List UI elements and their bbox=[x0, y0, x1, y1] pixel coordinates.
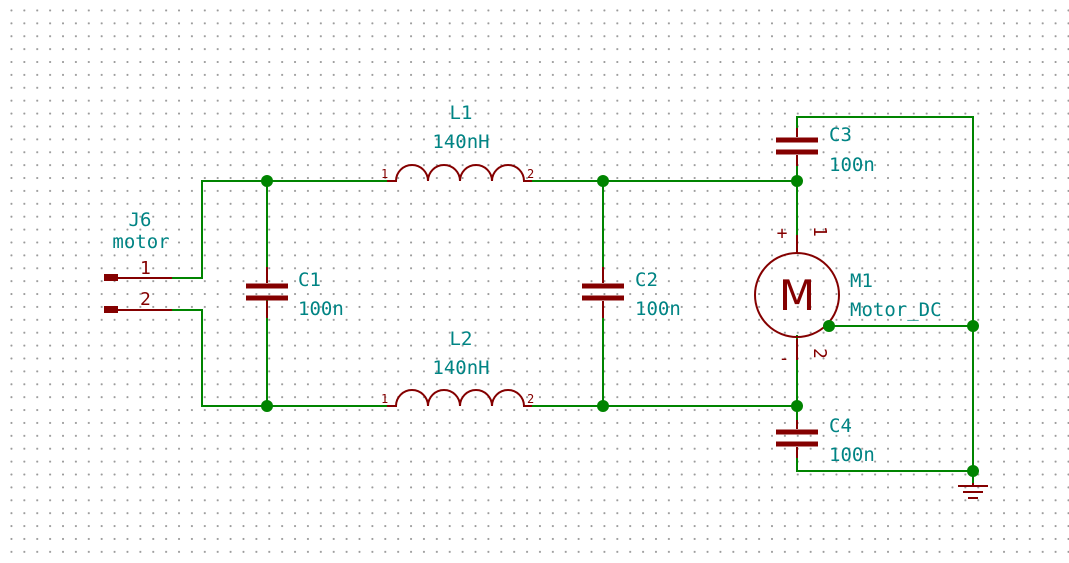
l1-ref-label: L1 bbox=[450, 102, 473, 124]
m1-body-circle bbox=[754, 252, 840, 338]
m1-pin1-number: 1 bbox=[809, 226, 830, 237]
m1-minus-sign: - bbox=[779, 348, 790, 369]
j6-ref-label: J6 bbox=[129, 209, 152, 231]
l2-ref-label: L2 bbox=[450, 328, 473, 350]
m1-ref-label: M1 bbox=[850, 270, 873, 292]
junction-dot bbox=[261, 400, 273, 412]
l1-value-label: 140nH bbox=[432, 131, 489, 153]
capacitor-c4[interactable]: C4 100n bbox=[776, 415, 875, 466]
connector-j6[interactable]: J6 motor 1 2 bbox=[104, 209, 172, 313]
m1-symbol-letter: M bbox=[779, 271, 815, 320]
wire-c3-top-to-ground bbox=[796, 116, 974, 472]
l1-pin2-number: 2 bbox=[527, 167, 534, 181]
l2-pin2-number: 2 bbox=[527, 392, 534, 406]
junctions bbox=[261, 175, 979, 477]
capacitor-c3[interactable]: C3 100n bbox=[776, 124, 875, 176]
c3-value-label: 100n bbox=[829, 154, 875, 176]
c2-value-label: 100n bbox=[635, 298, 681, 320]
j6-pin2-number: 2 bbox=[140, 289, 151, 310]
wire-c4-bottom-to-ground bbox=[796, 450, 974, 472]
c4-value-label: 100n bbox=[829, 444, 875, 466]
l2-value-label: 140nH bbox=[432, 357, 489, 379]
capacitor-c2[interactable]: C2 100n bbox=[582, 267, 681, 320]
j6-pin2-stub bbox=[104, 306, 118, 313]
junction-dot bbox=[967, 320, 979, 332]
c4-ref-label: C4 bbox=[829, 415, 852, 437]
wire-j6-pin2-bottom bbox=[171, 309, 388, 407]
j6-value-label: motor bbox=[112, 231, 169, 253]
capacitor-c1[interactable]: C1 100n bbox=[246, 267, 344, 320]
j6-pin1-stub bbox=[104, 274, 118, 281]
m1-pin2-number: 2 bbox=[809, 348, 830, 359]
motor-m1[interactable]: M + - 1 2 M1 Motor_DC bbox=[754, 223, 942, 369]
junction-dot bbox=[791, 175, 803, 187]
c1-value-label: 100n bbox=[298, 298, 344, 320]
l1-pin1-number: 1 bbox=[381, 167, 388, 181]
c3-ref-label: C3 bbox=[829, 124, 852, 146]
junction-dot bbox=[597, 400, 609, 412]
m1-plus-sign: + bbox=[777, 223, 788, 244]
junction-dot bbox=[597, 175, 609, 187]
junction-dot bbox=[261, 175, 273, 187]
l2-pin1-number: 1 bbox=[381, 392, 388, 406]
c1-ref-label: C1 bbox=[298, 269, 321, 291]
inductor-l1[interactable]: L1 140nH 1 2 bbox=[381, 102, 534, 182]
m1-value-label: Motor_DC bbox=[850, 299, 942, 321]
wire-j6-pin1-top bbox=[171, 180, 388, 279]
junction-dot bbox=[823, 320, 835, 332]
inductor-l2[interactable]: L2 140nH 1 2 bbox=[381, 328, 534, 407]
l2-coil bbox=[387, 389, 532, 407]
j6-pin1-number: 1 bbox=[140, 258, 151, 279]
junction-dot bbox=[967, 465, 979, 477]
c2-ref-label: C2 bbox=[635, 269, 658, 291]
l1-coil bbox=[387, 164, 532, 182]
ground-symbol[interactable] bbox=[958, 483, 988, 499]
junction-dot bbox=[791, 400, 803, 412]
